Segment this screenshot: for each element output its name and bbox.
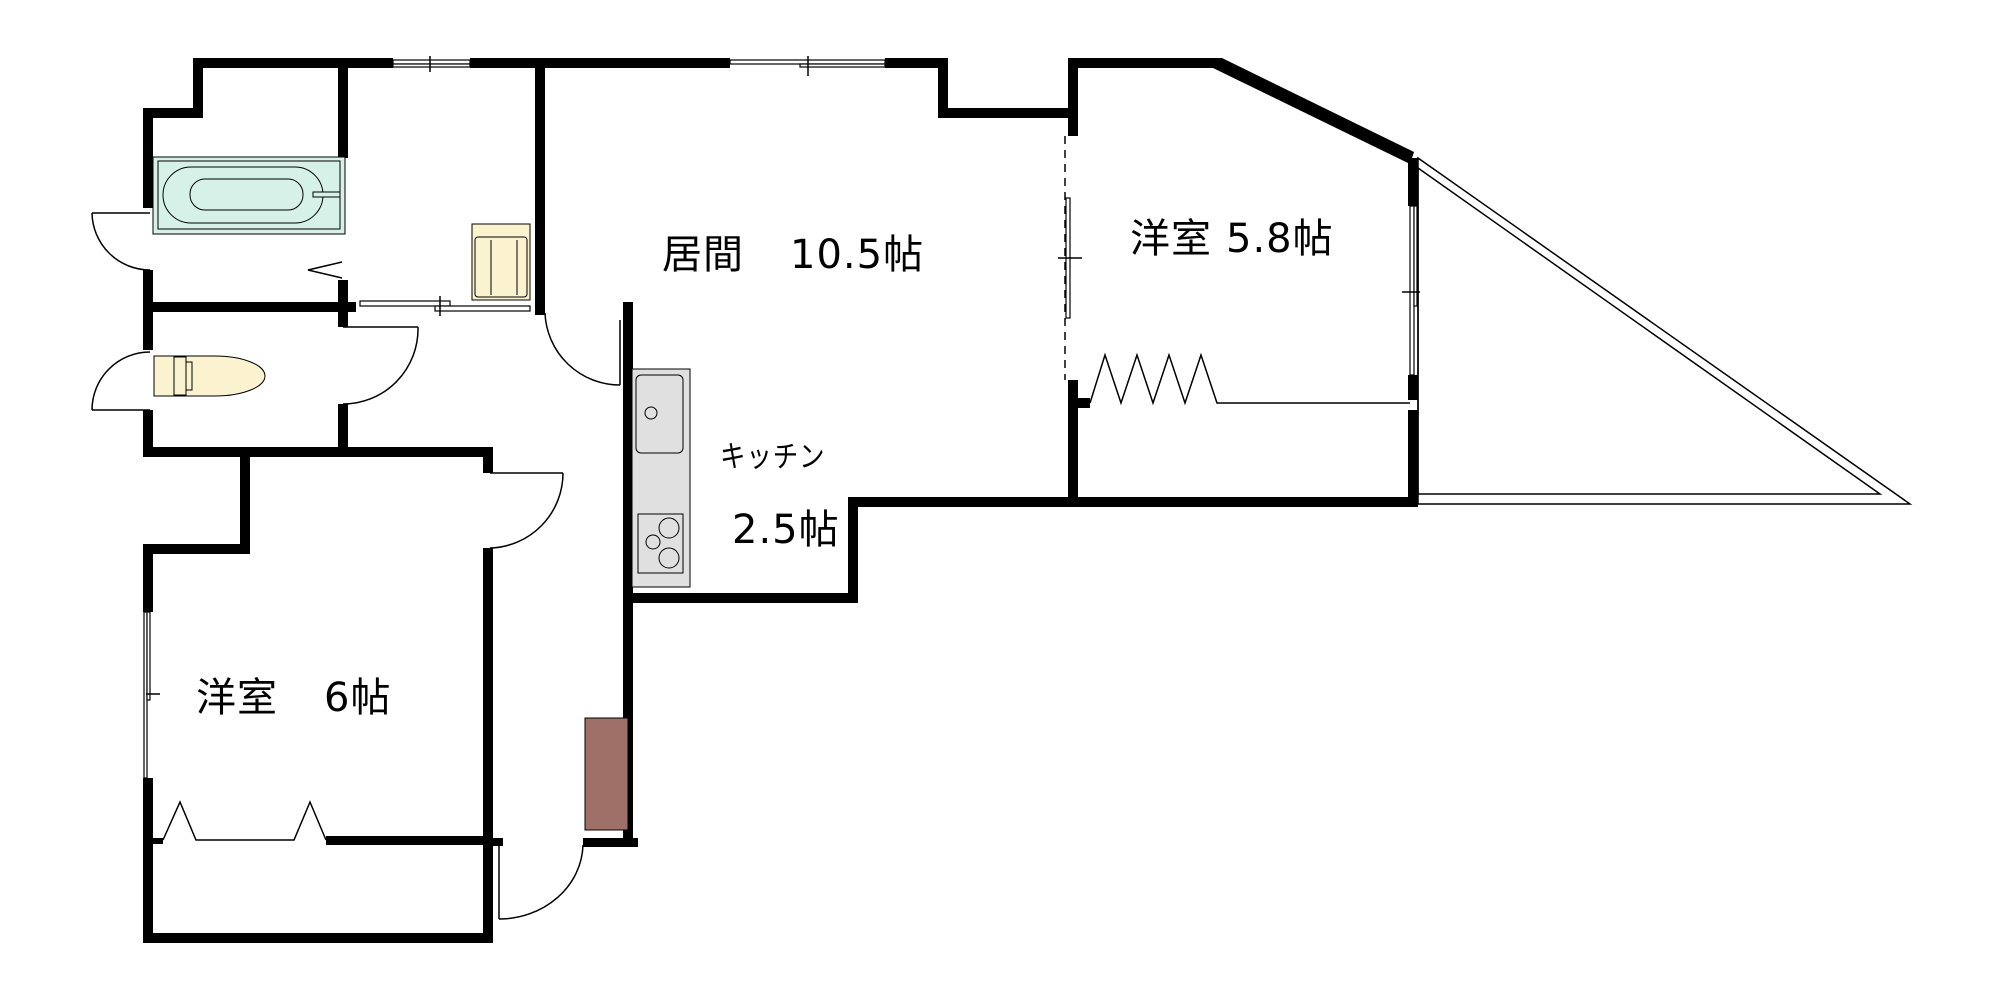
room-size: 2.5帖 bbox=[732, 507, 840, 553]
room-name: キッチン bbox=[720, 440, 826, 475]
room-label-kitchen-size: 2.5帖 bbox=[732, 497, 840, 555]
room-name: 洋室 bbox=[1130, 216, 1212, 262]
room-size: 5.8帖 bbox=[1226, 216, 1334, 262]
washing-machine-icon bbox=[471, 223, 531, 301]
room-label-western-b: 洋室 6帖 bbox=[196, 665, 391, 723]
room-size: 10.5帖 bbox=[790, 232, 925, 278]
walls bbox=[143, 58, 1418, 943]
kitchen-counter-icon bbox=[631, 368, 691, 588]
room-label-western-a: 洋室 5.8帖 bbox=[1130, 206, 1334, 264]
bathtub-icon bbox=[152, 156, 346, 235]
room-name: 洋室 bbox=[196, 675, 278, 721]
room-label-living: 居間 10.5帖 bbox=[662, 222, 924, 280]
room-size: 6帖 bbox=[324, 675, 392, 721]
room-label-kitchen: キッチン bbox=[720, 432, 825, 476]
toilet-icon bbox=[153, 355, 266, 397]
shoe-cabinet-icon bbox=[584, 717, 629, 831]
room-name: 居間 bbox=[662, 232, 744, 278]
doors bbox=[91, 212, 1410, 920]
windows bbox=[143, 56, 1913, 779]
